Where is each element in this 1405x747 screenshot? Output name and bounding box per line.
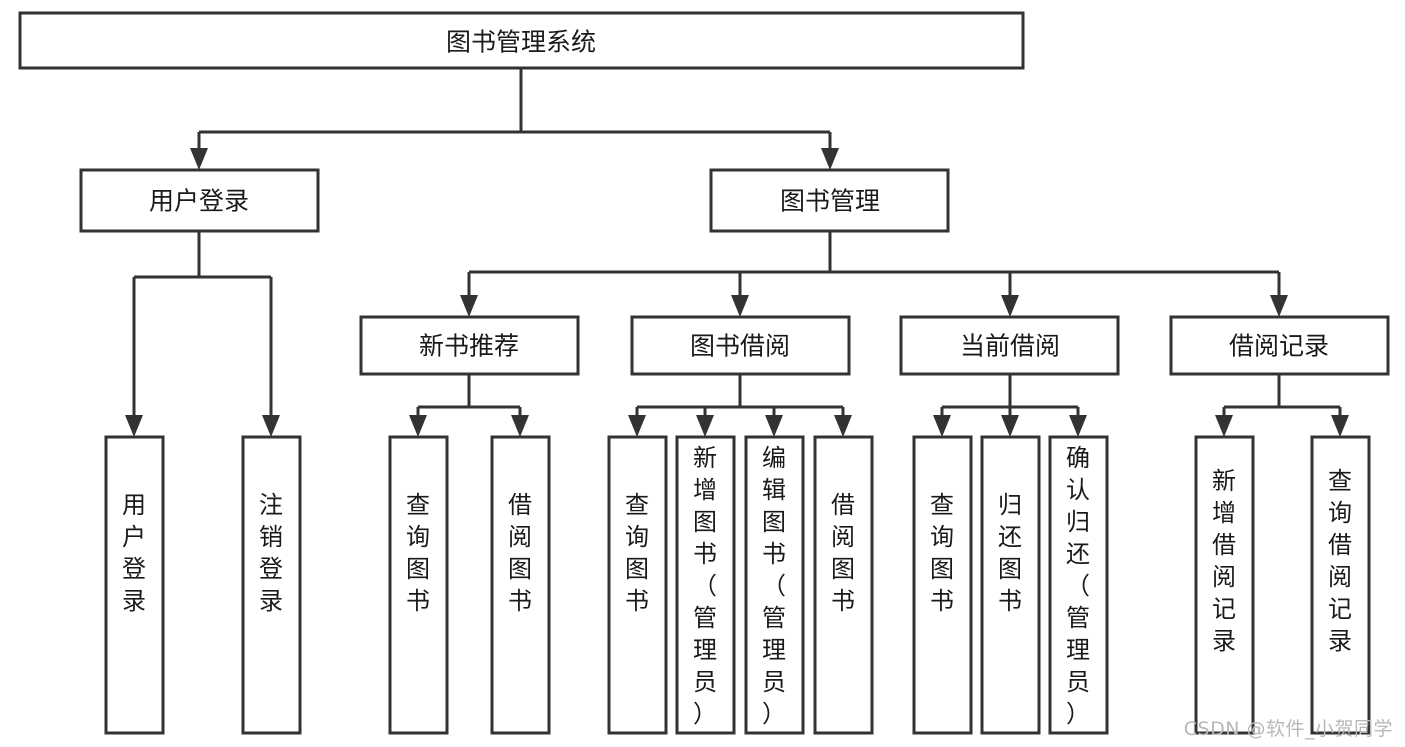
leaf-query-book-2-label: 查询图书 xyxy=(625,491,649,615)
arrowhead-to-leaf-query-book-1 xyxy=(409,415,427,437)
leaf-confirm-return-label: 确认归还（管理员） xyxy=(1066,444,1090,728)
leaf-query-borrow-record[interactable]: 查询借阅记录 xyxy=(1310,435,1371,735)
leaf-return-book[interactable]: 归还图书 xyxy=(980,435,1041,735)
node-current-borrow-label: 当前借阅 xyxy=(960,332,1060,361)
arrowhead-to-leaf-query-borrow-record xyxy=(1331,415,1349,437)
leaf-borrow-book-1-box[interactable] xyxy=(490,435,551,735)
arrowhead-to-borrow-record xyxy=(1270,295,1288,317)
leaf-edit-book[interactable]: 编辑图书（管理员） xyxy=(744,435,805,735)
leaf-query-book-3-label: 查询图书 xyxy=(930,491,954,615)
node-root-label: 图书管理系统 xyxy=(446,28,596,57)
leaf-query-book-1[interactable]: 查询图书 xyxy=(388,435,449,735)
leaf-edit-book-label: 编辑图书（管理员） xyxy=(762,444,786,728)
arrowhead-to-leaf-add-book xyxy=(696,415,714,437)
node-book-borrow-label: 图书借阅 xyxy=(690,332,790,361)
connector-userlogin-to-leaves-bus xyxy=(132,231,273,419)
leaf-query-borrow-record-box[interactable] xyxy=(1310,435,1371,735)
leaf-query-borrow-record-label: 查询借阅记录 xyxy=(1328,467,1352,655)
arrowhead-to-leaf-user-login xyxy=(125,415,143,437)
leaf-borrow-book-2-label: 借阅图书 xyxy=(831,491,855,615)
node-new-book-recommend-label: 新书推荐 xyxy=(419,332,519,361)
arrowhead-to-user-login xyxy=(190,148,208,170)
node-user-login-label: 用户登录 xyxy=(149,187,249,216)
arrowhead-to-book-management xyxy=(821,148,839,170)
arrowhead-to-leaf-borrow-book-2 xyxy=(834,415,852,437)
node-root[interactable]: 图书管理系统 xyxy=(18,11,1025,70)
node-user-login[interactable]: 用户登录 xyxy=(79,168,320,233)
arrowhead-to-leaf-add-borrow-record xyxy=(1215,415,1233,437)
leaf-borrow-book-1[interactable]: 借阅图书 xyxy=(490,435,551,735)
leaf-query-book-1-box[interactable] xyxy=(388,435,449,735)
connector-currentborrow-to-leaves-bus xyxy=(940,374,1080,419)
node-borrow-record-box[interactable] xyxy=(1169,315,1390,376)
connector-bookmgmt-to-level3-bus xyxy=(467,231,1281,299)
leaf-user-login-label: 用户登录 xyxy=(122,491,146,615)
connectors-group xyxy=(125,68,1349,437)
leaf-query-book-2[interactable]: 查询图书 xyxy=(607,435,668,735)
leaf-add-borrow-record-box[interactable] xyxy=(1194,435,1255,735)
leaf-add-borrow-record-label: 新增借阅记录 xyxy=(1212,467,1236,655)
leaf-logout-login[interactable]: 注销登录 xyxy=(241,435,302,735)
leaf-borrow-book-2-box[interactable] xyxy=(813,435,874,735)
node-book-management-label: 图书管理 xyxy=(780,187,880,216)
leaf-confirm-return[interactable]: 确认归还（管理员） xyxy=(1048,435,1109,735)
leaf-add-book-label: 新增图书（管理员） xyxy=(693,444,717,728)
leaf-add-borrow-record[interactable]: 新增借阅记录 xyxy=(1194,435,1255,735)
leaf-query-book-3-box[interactable] xyxy=(912,435,973,735)
node-book-management[interactable]: 图书管理 xyxy=(709,168,950,233)
node-book-borrow[interactable]: 图书借阅 xyxy=(630,315,851,376)
csdn-watermark: CSDN @软件_小贺同学 xyxy=(1183,718,1393,740)
node-book-management-box[interactable] xyxy=(709,168,950,233)
leaf-return-book-label: 归还图书 xyxy=(998,491,1022,615)
node-borrow-record[interactable]: 借阅记录 xyxy=(1169,315,1390,376)
connector-root-to-level2-bus xyxy=(197,68,832,152)
leaf-user-login[interactable]: 用户登录 xyxy=(104,435,165,735)
arrowhead-to-book-borrow xyxy=(731,295,749,317)
arrowhead-to-leaf-logout-login xyxy=(262,415,280,437)
leaf-query-book-2-box[interactable] xyxy=(607,435,668,735)
leaf-logout-login-label: 注销登录 xyxy=(259,491,283,615)
arrowhead-to-leaf-query-book-2 xyxy=(628,415,646,437)
leaf-logout-login-box[interactable] xyxy=(241,435,302,735)
leaf-query-book-3[interactable]: 查询图书 xyxy=(912,435,973,735)
node-user-login-box[interactable] xyxy=(79,168,320,233)
leaf-user-login-box[interactable] xyxy=(104,435,165,735)
node-root-box[interactable] xyxy=(18,11,1025,70)
leaf-edit-book-box[interactable] xyxy=(744,435,805,735)
leaf-return-book-box[interactable] xyxy=(980,435,1041,735)
node-new-book-recommend[interactable]: 新书推荐 xyxy=(359,315,580,376)
node-current-borrow[interactable]: 当前借阅 xyxy=(899,315,1120,376)
arrowhead-to-new-book-recommend xyxy=(460,295,478,317)
node-borrow-record-label: 借阅记录 xyxy=(1229,332,1329,361)
arrowhead-to-leaf-edit-book xyxy=(765,415,783,437)
arrowhead-to-current-borrow xyxy=(1001,295,1019,317)
node-new-book-recommend-box[interactable] xyxy=(359,315,580,376)
connector-bookborrow-to-leaves-bus xyxy=(635,374,845,419)
leaf-confirm-return-box[interactable] xyxy=(1048,435,1109,735)
connector-borrowrecord-to-leaves-bus xyxy=(1222,374,1342,419)
leaf-borrow-book-2[interactable]: 借阅图书 xyxy=(813,435,874,735)
leaf-borrow-book-1-label: 借阅图书 xyxy=(508,491,532,615)
connector-newbook-to-leaves-bus xyxy=(416,374,522,419)
node-book-borrow-box[interactable] xyxy=(630,315,851,376)
arrowhead-to-leaf-confirm-return xyxy=(1069,415,1087,437)
arrowhead-to-leaf-query-book-3 xyxy=(933,415,951,437)
arrowhead-to-leaf-borrow-book-1 xyxy=(511,415,529,437)
node-current-borrow-box[interactable] xyxy=(899,315,1120,376)
leaf-add-book-box[interactable] xyxy=(675,435,736,735)
arrowhead-to-leaf-return-book xyxy=(1001,415,1019,437)
leaf-add-book[interactable]: 新增图书（管理员） xyxy=(675,435,736,735)
leaf-query-book-1-label: 查询图书 xyxy=(406,491,430,615)
